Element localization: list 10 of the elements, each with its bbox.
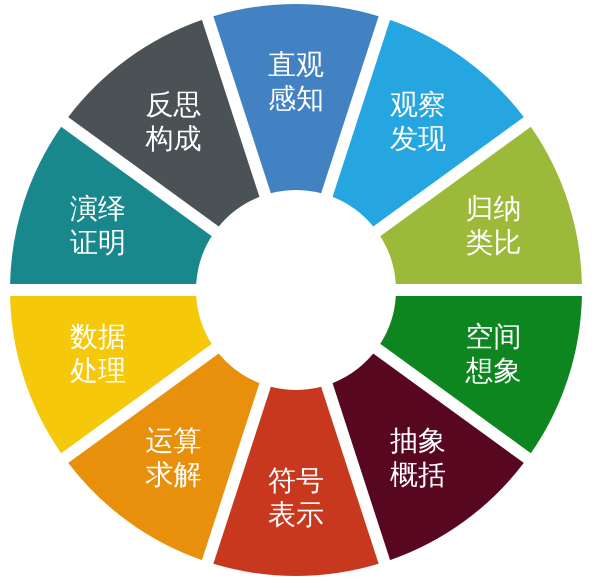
- segment-label: 运算求解: [144, 424, 203, 493]
- segment-label: 反思构成: [144, 88, 203, 156]
- segment-label: 空间想象: [464, 320, 523, 389]
- segment-label: 符号表示: [266, 464, 325, 532]
- segment-label: 直观感知: [266, 48, 325, 116]
- segment-label: 抽象概括: [389, 424, 448, 493]
- segment-label: 演绎证明: [69, 192, 128, 260]
- segment-label: 观察发现: [389, 88, 448, 156]
- segment-label: 数据处理: [69, 320, 128, 389]
- segment-label: 归纳类比: [464, 192, 523, 260]
